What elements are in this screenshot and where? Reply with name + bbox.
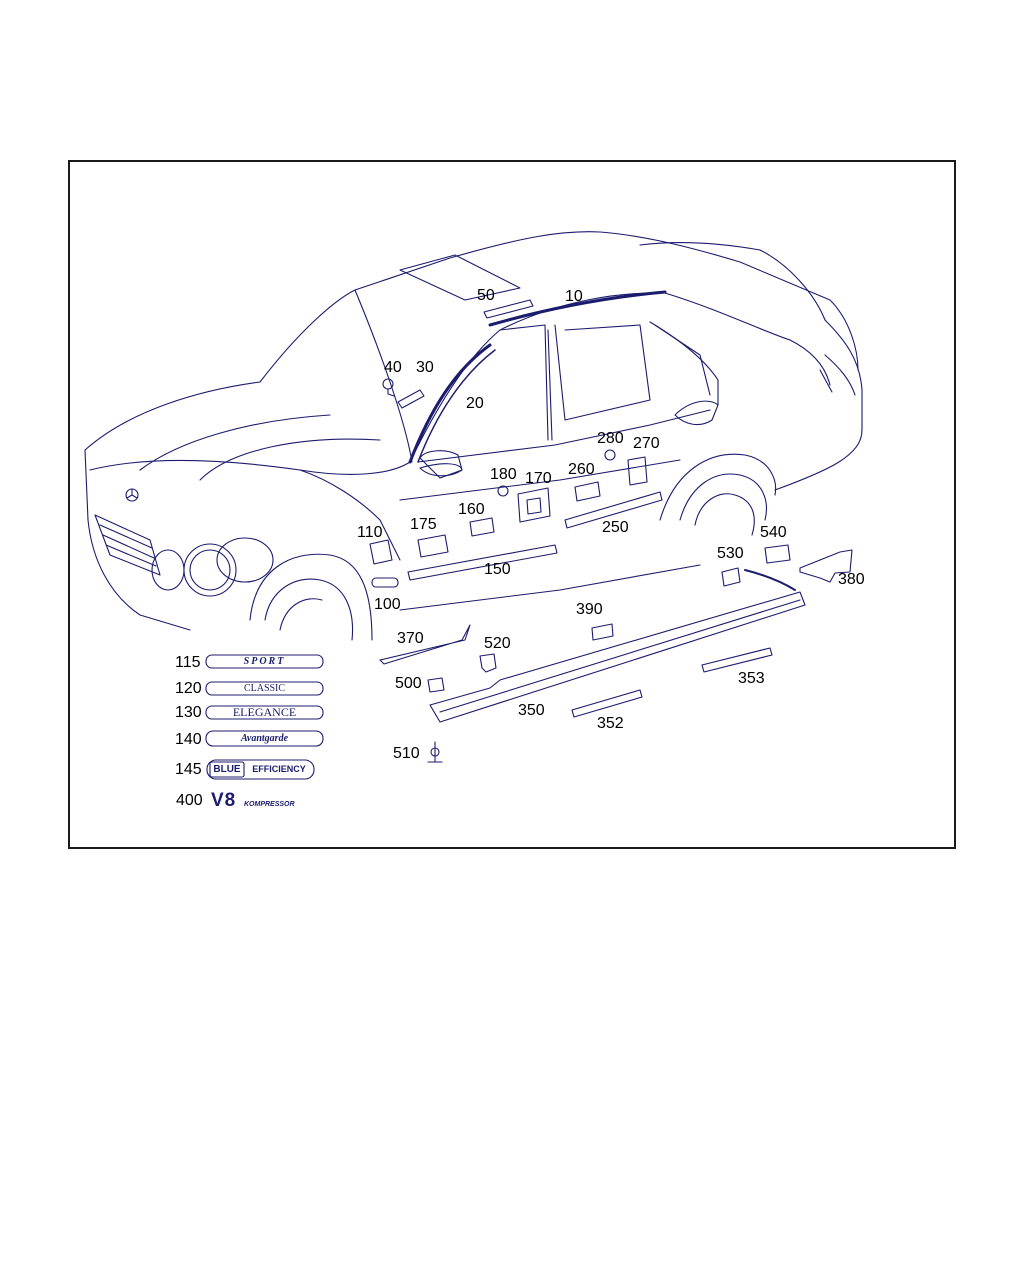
callout-500: 500 (395, 675, 422, 692)
callout-530: 530 (717, 545, 744, 562)
callout-110: 110 (357, 524, 383, 541)
callout-40: 40 (384, 359, 402, 376)
callout-280: 280 (597, 430, 624, 447)
callout-540: 540 (760, 524, 787, 541)
diagram-frame (68, 160, 956, 849)
badge-number-120: 120 (175, 680, 202, 697)
callout-250: 250 (602, 519, 629, 536)
badge-number-140: 140 (175, 731, 202, 748)
badge-efficiency: EFFICIENCY (252, 764, 306, 774)
badge-blue: BLUE (213, 764, 241, 775)
callout-175: 175 (410, 516, 437, 533)
callout-50: 50 (477, 287, 495, 304)
badge-classic: CLASSIC (243, 683, 286, 694)
car-body (84, 231, 863, 641)
callout-30: 30 (416, 359, 434, 376)
callout-510: 510 (393, 745, 420, 762)
badge-elegance: ELEGANCE (232, 705, 297, 719)
badge-sport: SPORT (243, 656, 286, 667)
callout-260: 260 (568, 461, 595, 478)
badge-number-115: 115 (175, 654, 201, 671)
callout-380: 380 (838, 571, 865, 588)
callout-353: 353 (738, 670, 765, 687)
callout-20: 20 (466, 395, 484, 412)
callout-10: 10 (565, 288, 583, 305)
callout-150: 150 (484, 561, 511, 578)
callout-520: 520 (484, 635, 511, 652)
callout-160: 160 (458, 501, 485, 518)
badge-outlines (205, 654, 324, 780)
badge-number-145: 145 (175, 761, 202, 778)
callout-270: 270 (633, 435, 660, 452)
callout-352: 352 (597, 715, 624, 732)
badge-number-400: 400 (176, 792, 203, 809)
callout-180: 180 (490, 466, 517, 483)
callout-170: 170 (525, 470, 552, 487)
callout-390: 390 (576, 601, 603, 618)
callout-100: 100 (374, 596, 401, 613)
badge-number-130: 130 (175, 704, 202, 721)
parts (369, 290, 853, 763)
badge-v8: V8 (211, 790, 237, 811)
badge-avantgarde: Avantgarde (240, 733, 289, 744)
badge-kompressor: KOMPRESSOR (244, 801, 295, 808)
callout-350: 350 (518, 702, 545, 719)
callout-370: 370 (397, 630, 424, 647)
